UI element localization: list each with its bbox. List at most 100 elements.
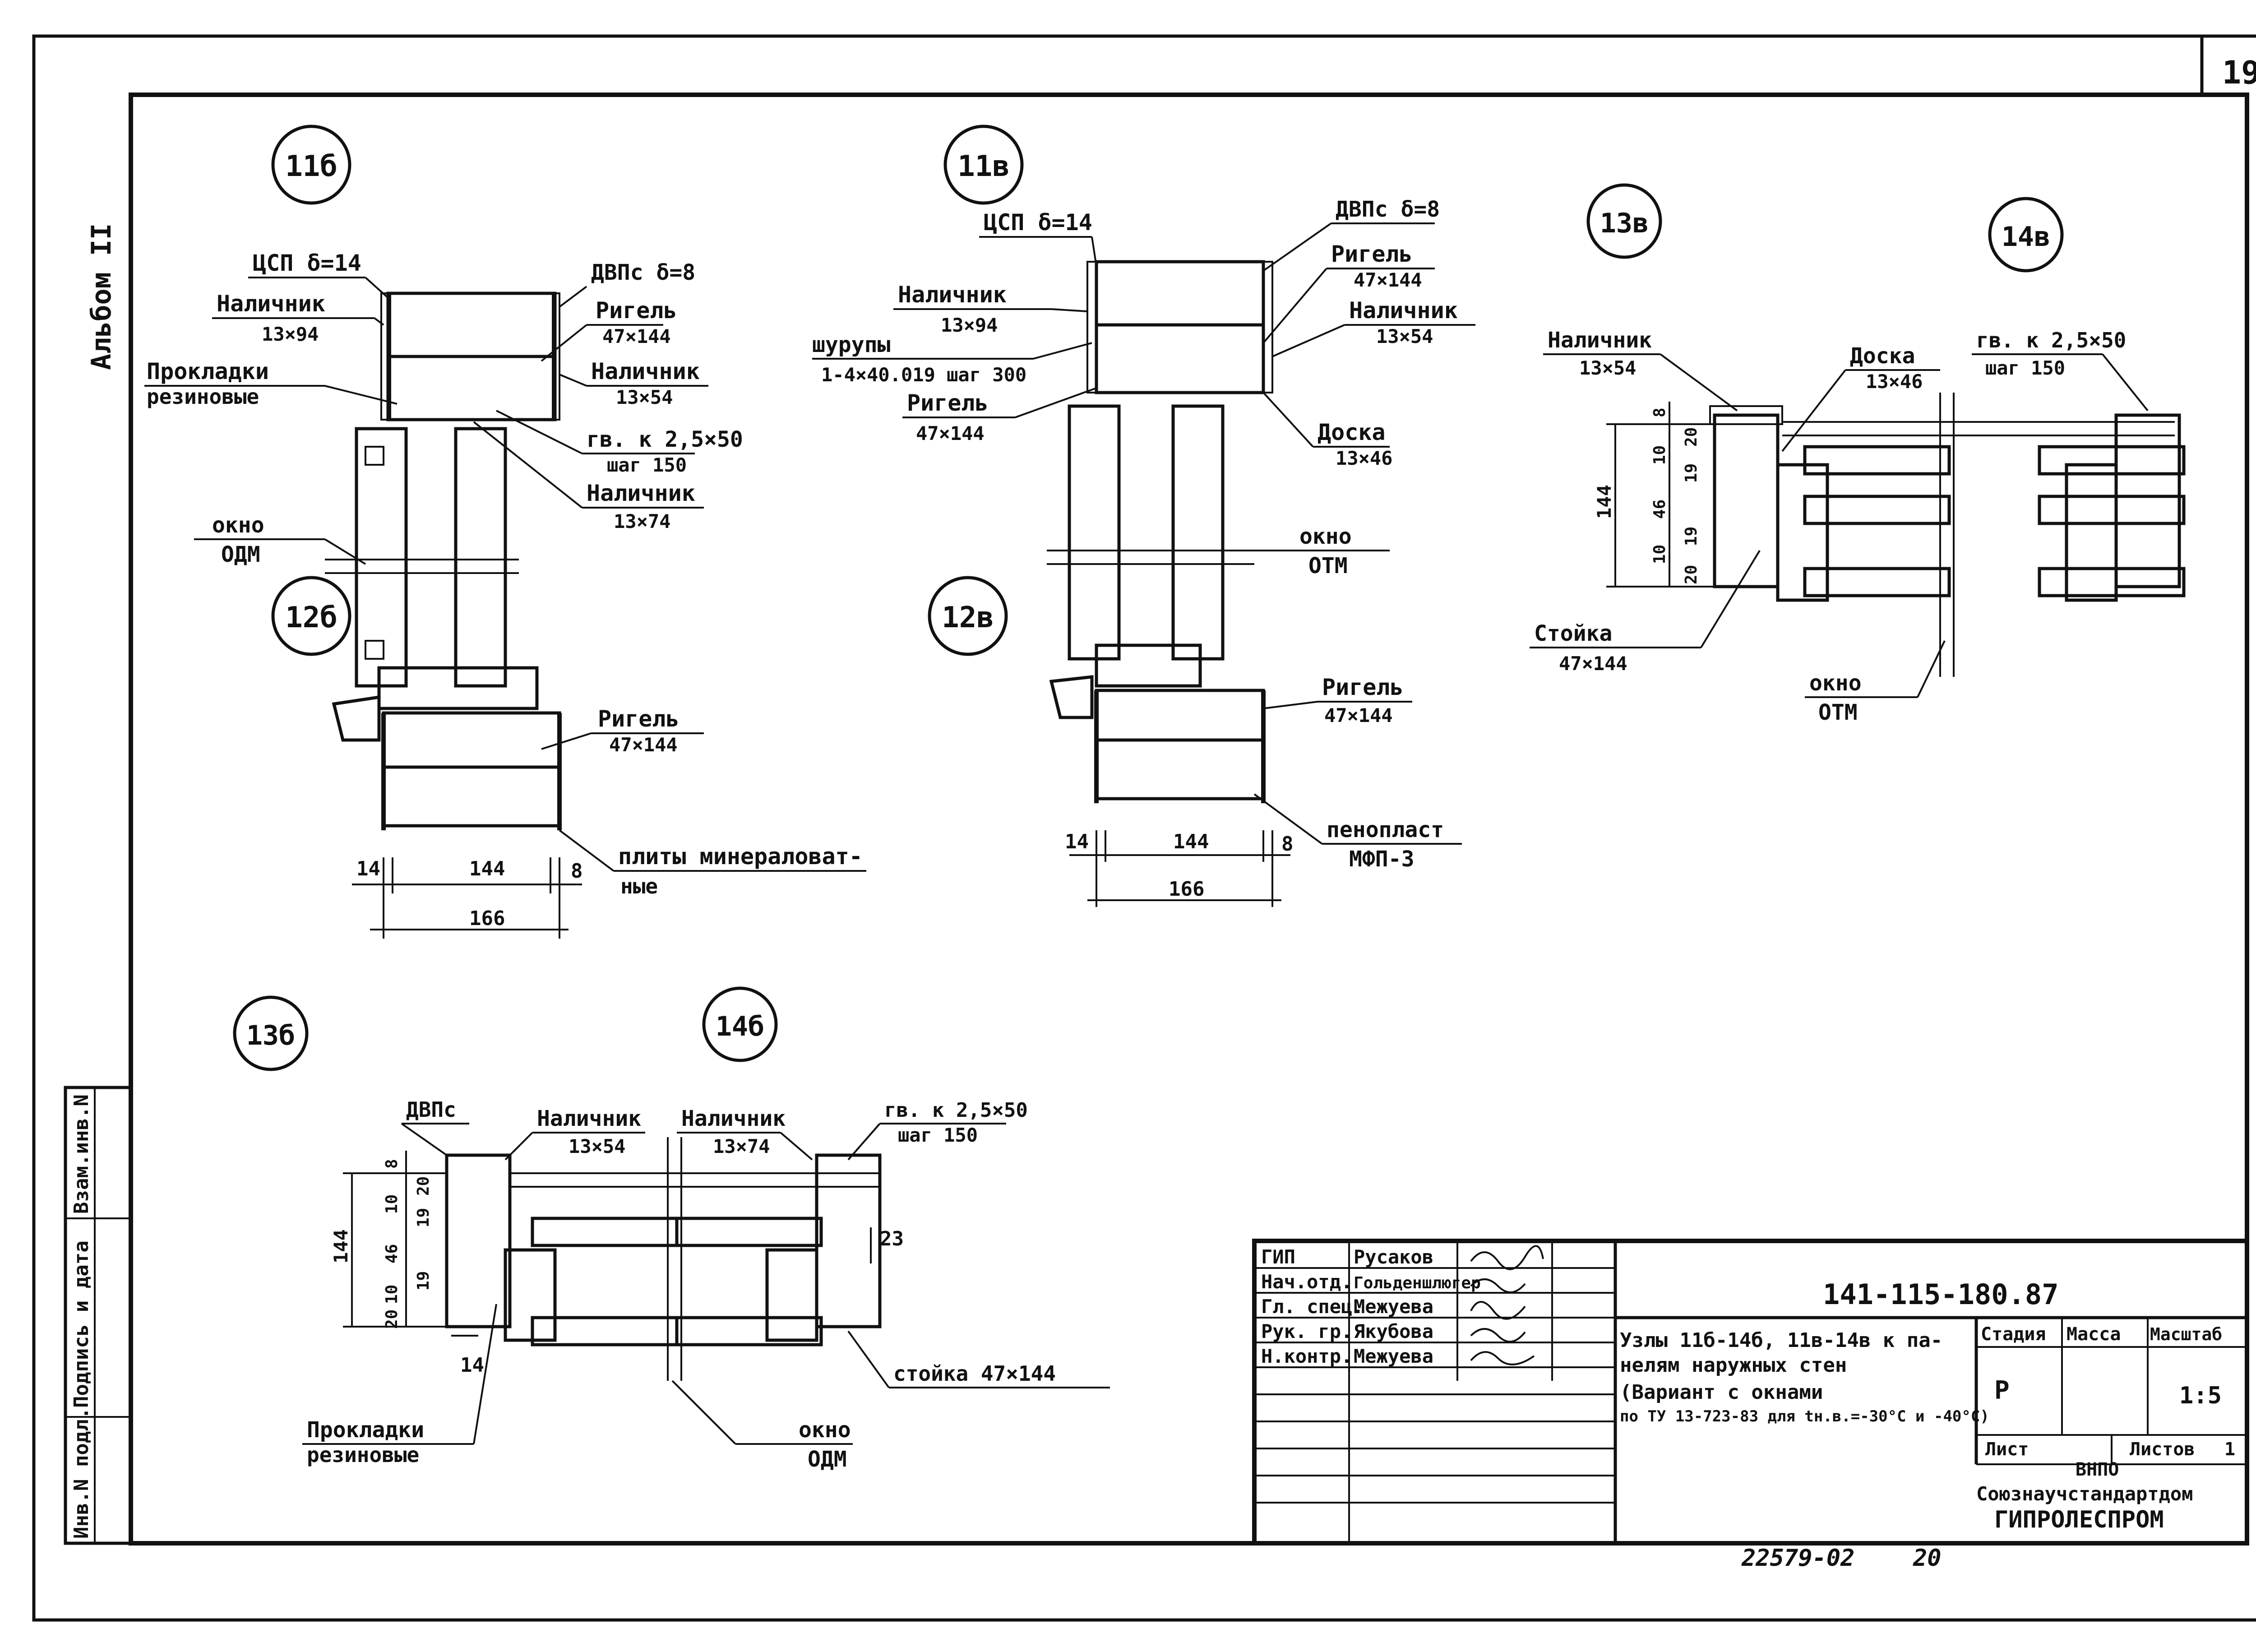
dim-13b-10b: 10 xyxy=(383,1285,401,1304)
dim-11b-14: 14 xyxy=(356,857,380,880)
sash-left-v xyxy=(1068,404,1121,661)
tb-desc-1: Узлы 11б-14б, 11в-14в к па- xyxy=(1620,1329,1942,1352)
tb-name-4: Межуева xyxy=(1354,1345,1433,1367)
label-nalichnik-13b: Наличник xyxy=(537,1106,641,1131)
node-label-11v: 11в xyxy=(957,150,1010,183)
title-block: ГИП Нач.отд. Гл. спец. Рук. гр. Н.контр.… xyxy=(1252,1239,2249,1546)
sill-frame xyxy=(377,666,539,710)
stoika-left-13b xyxy=(445,1153,512,1328)
node-marker-12v xyxy=(928,576,1008,656)
label-gvozd-14b: гв. к 2,5×50 xyxy=(884,1099,1028,1122)
tb-scale: 1:5 xyxy=(2179,1382,2222,1409)
label-nalichnik-left-v-size: 13×94 xyxy=(941,314,998,336)
signatures xyxy=(1470,1245,1544,1365)
label-nalichnik-14b: Наличник xyxy=(681,1106,786,1131)
dim-11b-144: 144 xyxy=(469,857,505,880)
label-stoika-13v: Стойка xyxy=(1534,621,1612,646)
dim-13v-8: 8 xyxy=(1650,407,1669,417)
label-nalichnik-bottom: Наличник xyxy=(587,480,695,506)
tb-desc-2: нелям наружных стен xyxy=(1620,1354,1847,1377)
label-rigel-v-size: 47×144 xyxy=(1354,269,1422,291)
label-stoika-14b: стойка 47×144 xyxy=(893,1361,1056,1386)
stoika-right-14b xyxy=(815,1153,882,1328)
dim-13b-46: 46 xyxy=(383,1244,401,1263)
stoika-left-13v xyxy=(1713,413,1780,588)
label-nalichnik-right: Наличник xyxy=(591,358,700,384)
node-marker-11v xyxy=(943,125,1024,205)
dim-13v-20a: 20 xyxy=(1682,427,1701,447)
dim-13b-19a: 19 xyxy=(414,1208,433,1227)
node-label-14b: 14б xyxy=(716,1011,764,1042)
dim-13v-10b: 10 xyxy=(1650,545,1669,564)
dim-11v-144: 144 xyxy=(1173,830,1209,853)
label-rigel-left-v-size: 47×144 xyxy=(916,422,985,444)
tb-scale-header: Масштаб xyxy=(2150,1324,2222,1344)
label-dvp-13b: ДВПс xyxy=(406,1097,456,1122)
label-rigel-v: Ригель xyxy=(1331,241,1413,267)
tb-stage: Р xyxy=(1994,1376,2010,1405)
label-nalichnik-13v-size: 13×54 xyxy=(1579,357,1636,379)
label-nalichnik-right-v-size: 13×54 xyxy=(1376,325,1433,347)
stoika-right-14v xyxy=(2114,413,2181,588)
label-okno-v: окно xyxy=(1299,524,1352,549)
insulation-top xyxy=(386,292,557,358)
tb-role-4: Н.контр. xyxy=(1261,1345,1352,1367)
tb-name-3: Якубова xyxy=(1354,1320,1433,1342)
sheet-number: 19 xyxy=(2222,54,2256,91)
tb-role-2: Гл. спец. xyxy=(1261,1296,1364,1318)
inv-orig-label: Инв.N подл. xyxy=(70,1407,93,1539)
tb-name-0: Русаков xyxy=(1354,1246,1433,1268)
tb-role-0: ГИП xyxy=(1261,1246,1295,1268)
tb-org-3: ГИПРОЛЕСПРОМ xyxy=(1994,1506,2164,1533)
detail-11b-12b: 11б 12б ЦСП δ=14 Наличник 13×94 ДВПс δ=8… xyxy=(144,125,866,939)
label-penoplast-type: МФП-3 xyxy=(1349,847,1415,872)
sash-right-v xyxy=(1171,404,1225,661)
insulation-bottom xyxy=(382,765,561,828)
dim-13b-20a: 20 xyxy=(414,1176,433,1196)
label-doska-v-size: 13×46 xyxy=(1336,447,1392,469)
dim-13v-46: 46 xyxy=(1650,500,1669,519)
node-marker-14v xyxy=(1988,197,2064,273)
label-dvp-v: ДВПс δ=8 xyxy=(1336,197,1440,222)
label-okno-13b-type: ОДМ xyxy=(808,1447,847,1472)
label-nalichnik-13v: Наличник xyxy=(1548,328,1652,353)
label-okno-type: ОДМ xyxy=(221,542,260,567)
outer-frame xyxy=(32,34,2256,1622)
label-dvp: ДВПс δ=8 xyxy=(591,260,695,285)
tb-role-1: Нач.отд. xyxy=(1261,1271,1352,1293)
label-rigel-2-v-size: 47×144 xyxy=(1324,704,1393,727)
label-rigel-2-size: 47×144 xyxy=(609,734,678,756)
insulation-bottom-v xyxy=(1095,738,1265,801)
label-csp: ЦСП δ=14 xyxy=(253,250,361,276)
label-doska-13v-size: 13×46 xyxy=(1866,370,1923,393)
label-shurupy: шурупы xyxy=(812,332,890,357)
label-doska-v: Доска xyxy=(1318,419,1386,445)
tb-name-2: Межуева xyxy=(1354,1296,1433,1318)
label-rigel: Ригель xyxy=(596,297,677,324)
detail-13b-14b: 13б 14б ДВПс Наличник 13×54 Наличник 13×… xyxy=(233,986,1110,1472)
node-marker-14b xyxy=(702,986,778,1062)
tb-desc-3: (Вариант с окнами xyxy=(1620,1381,1823,1404)
node-label-14v: 14в xyxy=(2002,221,2050,253)
label-plity: плиты минераловат- xyxy=(618,843,863,870)
dim-13b-8: 8 xyxy=(383,1159,401,1169)
rigel-top-v xyxy=(1095,323,1265,394)
label-nalichnik-13b-size: 13×54 xyxy=(569,1135,625,1157)
tb-sheets: 1 xyxy=(2224,1439,2235,1460)
label-nalichnik-14b-size: 13×74 xyxy=(713,1135,770,1157)
label-nalichnik-right-v: Наличник xyxy=(1349,297,1458,324)
tb-code: 141-115-180.87 xyxy=(1823,1278,2059,1311)
dim-13b-10a: 10 xyxy=(383,1194,401,1214)
tb-org-2: Союзнаучстандартдом xyxy=(1976,1483,2193,1505)
node-marker-12b xyxy=(271,576,351,656)
node-marker-13b xyxy=(233,995,309,1071)
label-okno-v-type: ОТМ xyxy=(1308,553,1348,578)
label-shag-14b: шаг 150 xyxy=(898,1124,978,1146)
node-label-12v: 12в xyxy=(942,601,994,634)
tb-name-1: Гольденшлюгер xyxy=(1354,1274,1481,1292)
tb-stage-header: Стадия xyxy=(1981,1324,2046,1345)
label-plity-2: ные xyxy=(620,874,658,898)
detail-11v-12v: 11в 12в ЦСП δ=14 ДВПс δ=8 Ригель 47×144 … xyxy=(812,125,1475,907)
label-gvozd: гв. к 2,5×50 xyxy=(587,427,743,452)
